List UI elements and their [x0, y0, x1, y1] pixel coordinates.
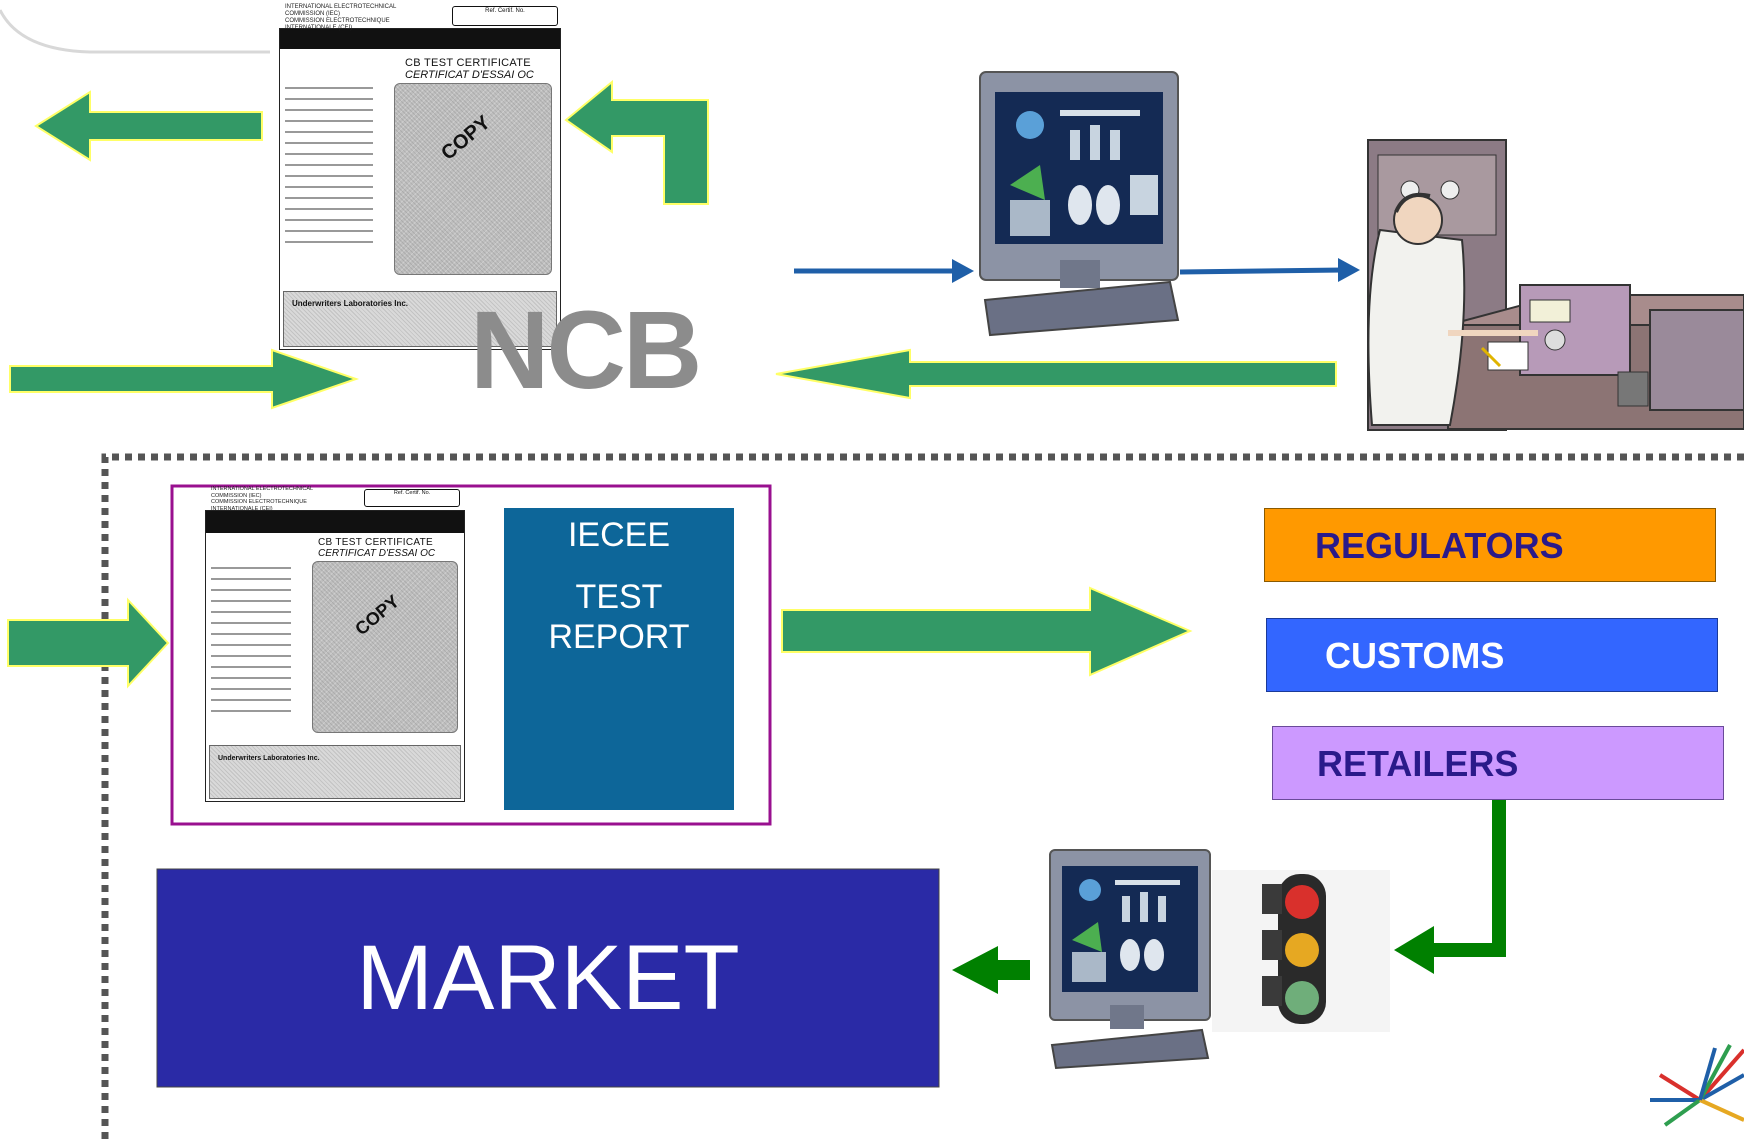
- traffic-light-icon: [1212, 870, 1390, 1032]
- arrow-lab-to-ncb: [775, 348, 1337, 400]
- test-report-text: IECEE TEST REPORT: [504, 515, 734, 657]
- test-report-line-test: TEST: [575, 578, 663, 616]
- arrow-retailers-to-light-line: [1420, 800, 1506, 957]
- arrow-left-top: [34, 90, 263, 162]
- copy-org-fr-line-2: INTERNATIONALE (CEI): [211, 505, 273, 512]
- arrow-to-computer-head: [952, 259, 974, 283]
- arrow-to-lab-head: [1338, 258, 1360, 282]
- org-en-line-2: COMMISSION (IEC): [285, 11, 340, 17]
- copy-org-en-line-1: INTERNATIONAL ELECTROTECHNICAL: [211, 486, 314, 492]
- customs-box: CUSTOMS: [1266, 618, 1718, 692]
- ref-certificate-label-copy: Ref. Certif. No.: [393, 490, 431, 496]
- certificate-org-header: INTERNATIONAL ELECTROTECHNICAL COMMISSIO…: [285, 4, 396, 32]
- arrow-to-audiences: [781, 586, 1193, 677]
- ref-certificate-box-copy: Ref. Certif. No.: [364, 489, 460, 507]
- arrow-to-market: [952, 946, 1030, 994]
- certificate-gray-panel: [394, 83, 552, 275]
- arrow-into-frame: [7, 597, 170, 689]
- certificate-copy-form-lines: [211, 567, 291, 721]
- market-box: [156, 868, 940, 1088]
- certificate-header-bar-copy: [206, 511, 464, 533]
- ref-certificate-label: Ref. Certif. No.: [485, 8, 525, 14]
- arrow-to-lab-line: [1179, 267, 1345, 275]
- issuer-name-copy: Underwriters Laboratories Inc.: [218, 755, 320, 762]
- certificate-copy-title-en: CB TEST CERTIFICATE: [318, 537, 433, 548]
- certificate-document-icon-copy: CB TEST CERTIFICATE CERTIFICAT D'ESSAI O…: [205, 510, 465, 802]
- issuer-name: Underwriters Laboratories Inc.: [292, 299, 409, 308]
- org-fr-line-1: COMMISSION ELECTROTECHNIQUE: [285, 18, 390, 24]
- org-en-line-1: INTERNATIONAL ELECTROTECHNICAL: [285, 4, 397, 10]
- test-report-line-iecee: IECEE: [567, 516, 671, 554]
- copy-org-en-line-2: COMMISSION (IEC): [211, 492, 262, 499]
- certificate-form-lines: [285, 87, 373, 252]
- retailers-label: RETAILERS: [1317, 743, 1519, 784]
- ncb-label: NCB: [470, 289, 702, 412]
- test-report-box: [504, 508, 734, 810]
- arrow-right-to-ncb: [9, 348, 360, 410]
- certificate-document-icon: CB TEST CERTIFICATE CERTIFICAT D'ESSAI O…: [279, 28, 561, 350]
- dotted-frame: [101, 453, 1744, 1141]
- certificate-title-fr: CERTIFICAT D'ESSAI OC: [405, 69, 534, 81]
- iecee-logo-icon: [1650, 1044, 1744, 1127]
- customs-label: CUSTOMS: [1325, 635, 1505, 676]
- market-label: MARKET: [356, 927, 740, 1029]
- certificate-copy-org-header: INTERNATIONAL ELECTROTECHNICAL COMMISSIO…: [211, 486, 313, 512]
- retailers-box: RETAILERS: [1272, 726, 1724, 800]
- regulators-label: REGULATORS: [1315, 525, 1564, 566]
- regulators-box: REGULATORS: [1264, 508, 1716, 582]
- certificate-copy-gray-panel: [312, 561, 458, 733]
- computer-terminal-icon-small: [1049, 849, 1211, 1070]
- computer-terminal-icon: [979, 71, 1180, 337]
- arrow-retailers-to-light-head: [1394, 926, 1434, 974]
- certificate-title-en: CB TEST CERTIFICATE: [405, 57, 531, 69]
- lab-technician-icon: [1367, 139, 1744, 431]
- certificate-report-frame: [170, 484, 772, 826]
- ref-certificate-box: Ref. Certif. No.: [452, 6, 558, 26]
- copy-org-fr-line-1: COMMISSION ELECTROTECHNIQUE: [211, 499, 307, 505]
- certificate-copy-title-fr: CERTIFICAT D'ESSAI OC: [318, 548, 436, 559]
- arrow-elbow-to-certificate: [564, 79, 709, 205]
- certificate-header-bar: [280, 29, 560, 49]
- certificate-footer-box: [283, 291, 557, 347]
- decorative-curve: [0, 9, 270, 54]
- org-fr-line-2: INTERNATIONALE (CEI): [285, 25, 353, 31]
- test-report-line-report: REPORT: [548, 618, 690, 656]
- certificate-copy-footer-box: [209, 745, 461, 799]
